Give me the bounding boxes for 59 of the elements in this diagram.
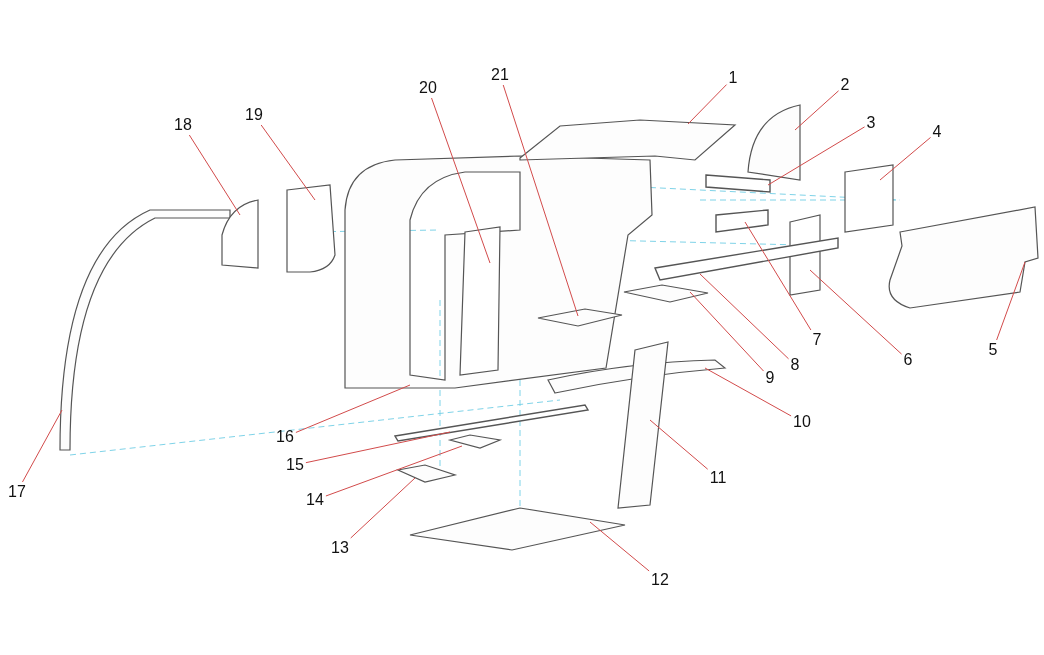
bar-part xyxy=(705,174,771,193)
base-plate-part xyxy=(409,507,626,551)
callout-number: 8 xyxy=(789,356,801,374)
rounded-panel-part xyxy=(286,184,336,273)
callout-number: 7 xyxy=(811,331,823,349)
leader-line xyxy=(502,84,579,317)
callout-number: 5 xyxy=(987,341,999,359)
leader-line xyxy=(589,521,650,572)
leader-line xyxy=(879,136,932,181)
callout-number: 12 xyxy=(650,571,670,589)
inner-panel-part xyxy=(459,226,501,376)
leader-line xyxy=(687,84,728,125)
leader-line xyxy=(649,419,709,470)
callout-number: 18 xyxy=(173,116,193,134)
callout-number: 15 xyxy=(285,456,305,474)
callout-number: 2 xyxy=(839,76,851,94)
leader-line xyxy=(260,124,316,201)
callout-number: 3 xyxy=(865,114,877,132)
bar-part xyxy=(715,209,769,233)
leader-line xyxy=(22,409,63,483)
callout-number: 20 xyxy=(418,79,438,97)
leader-line xyxy=(704,367,792,417)
leader-line xyxy=(188,134,241,216)
callout-number: 13 xyxy=(330,539,350,557)
leader-line xyxy=(996,261,1026,341)
trough-part xyxy=(888,206,1039,309)
wedge-part xyxy=(447,434,503,449)
leader-line xyxy=(699,273,790,360)
callout-number: 4 xyxy=(931,123,943,141)
tall-plate-part xyxy=(617,341,669,509)
leader-line xyxy=(794,90,840,131)
top-cover-part xyxy=(519,119,737,161)
quarter-panel-part xyxy=(221,199,259,269)
callout-number: 17 xyxy=(7,483,27,501)
small-plate-part xyxy=(396,464,458,483)
callout-number: 1 xyxy=(727,69,739,87)
callout-number: 21 xyxy=(490,66,510,84)
leader-line xyxy=(431,97,491,264)
leader-line xyxy=(350,477,416,539)
plate-part xyxy=(844,164,894,233)
leader-line xyxy=(744,221,812,331)
callout-number: 9 xyxy=(764,369,776,387)
quarter-panel-part xyxy=(747,104,801,181)
callout-number: 16 xyxy=(275,428,295,446)
leader-line xyxy=(295,384,411,433)
callout-number: 11 xyxy=(708,469,728,487)
curved-rib-part xyxy=(59,209,231,451)
leader-line xyxy=(767,126,866,186)
leader-line xyxy=(305,431,451,464)
shelf-plate-part xyxy=(623,284,709,303)
leader-line xyxy=(325,445,463,497)
leader-line xyxy=(689,291,765,372)
long-bar-part xyxy=(393,404,590,442)
leader-line xyxy=(809,269,903,355)
callout-number: 19 xyxy=(244,106,264,124)
callout-number: 10 xyxy=(792,413,812,431)
shelf-plate-part xyxy=(537,308,623,327)
callout-number: 14 xyxy=(305,491,325,509)
callout-number: 6 xyxy=(902,351,914,369)
